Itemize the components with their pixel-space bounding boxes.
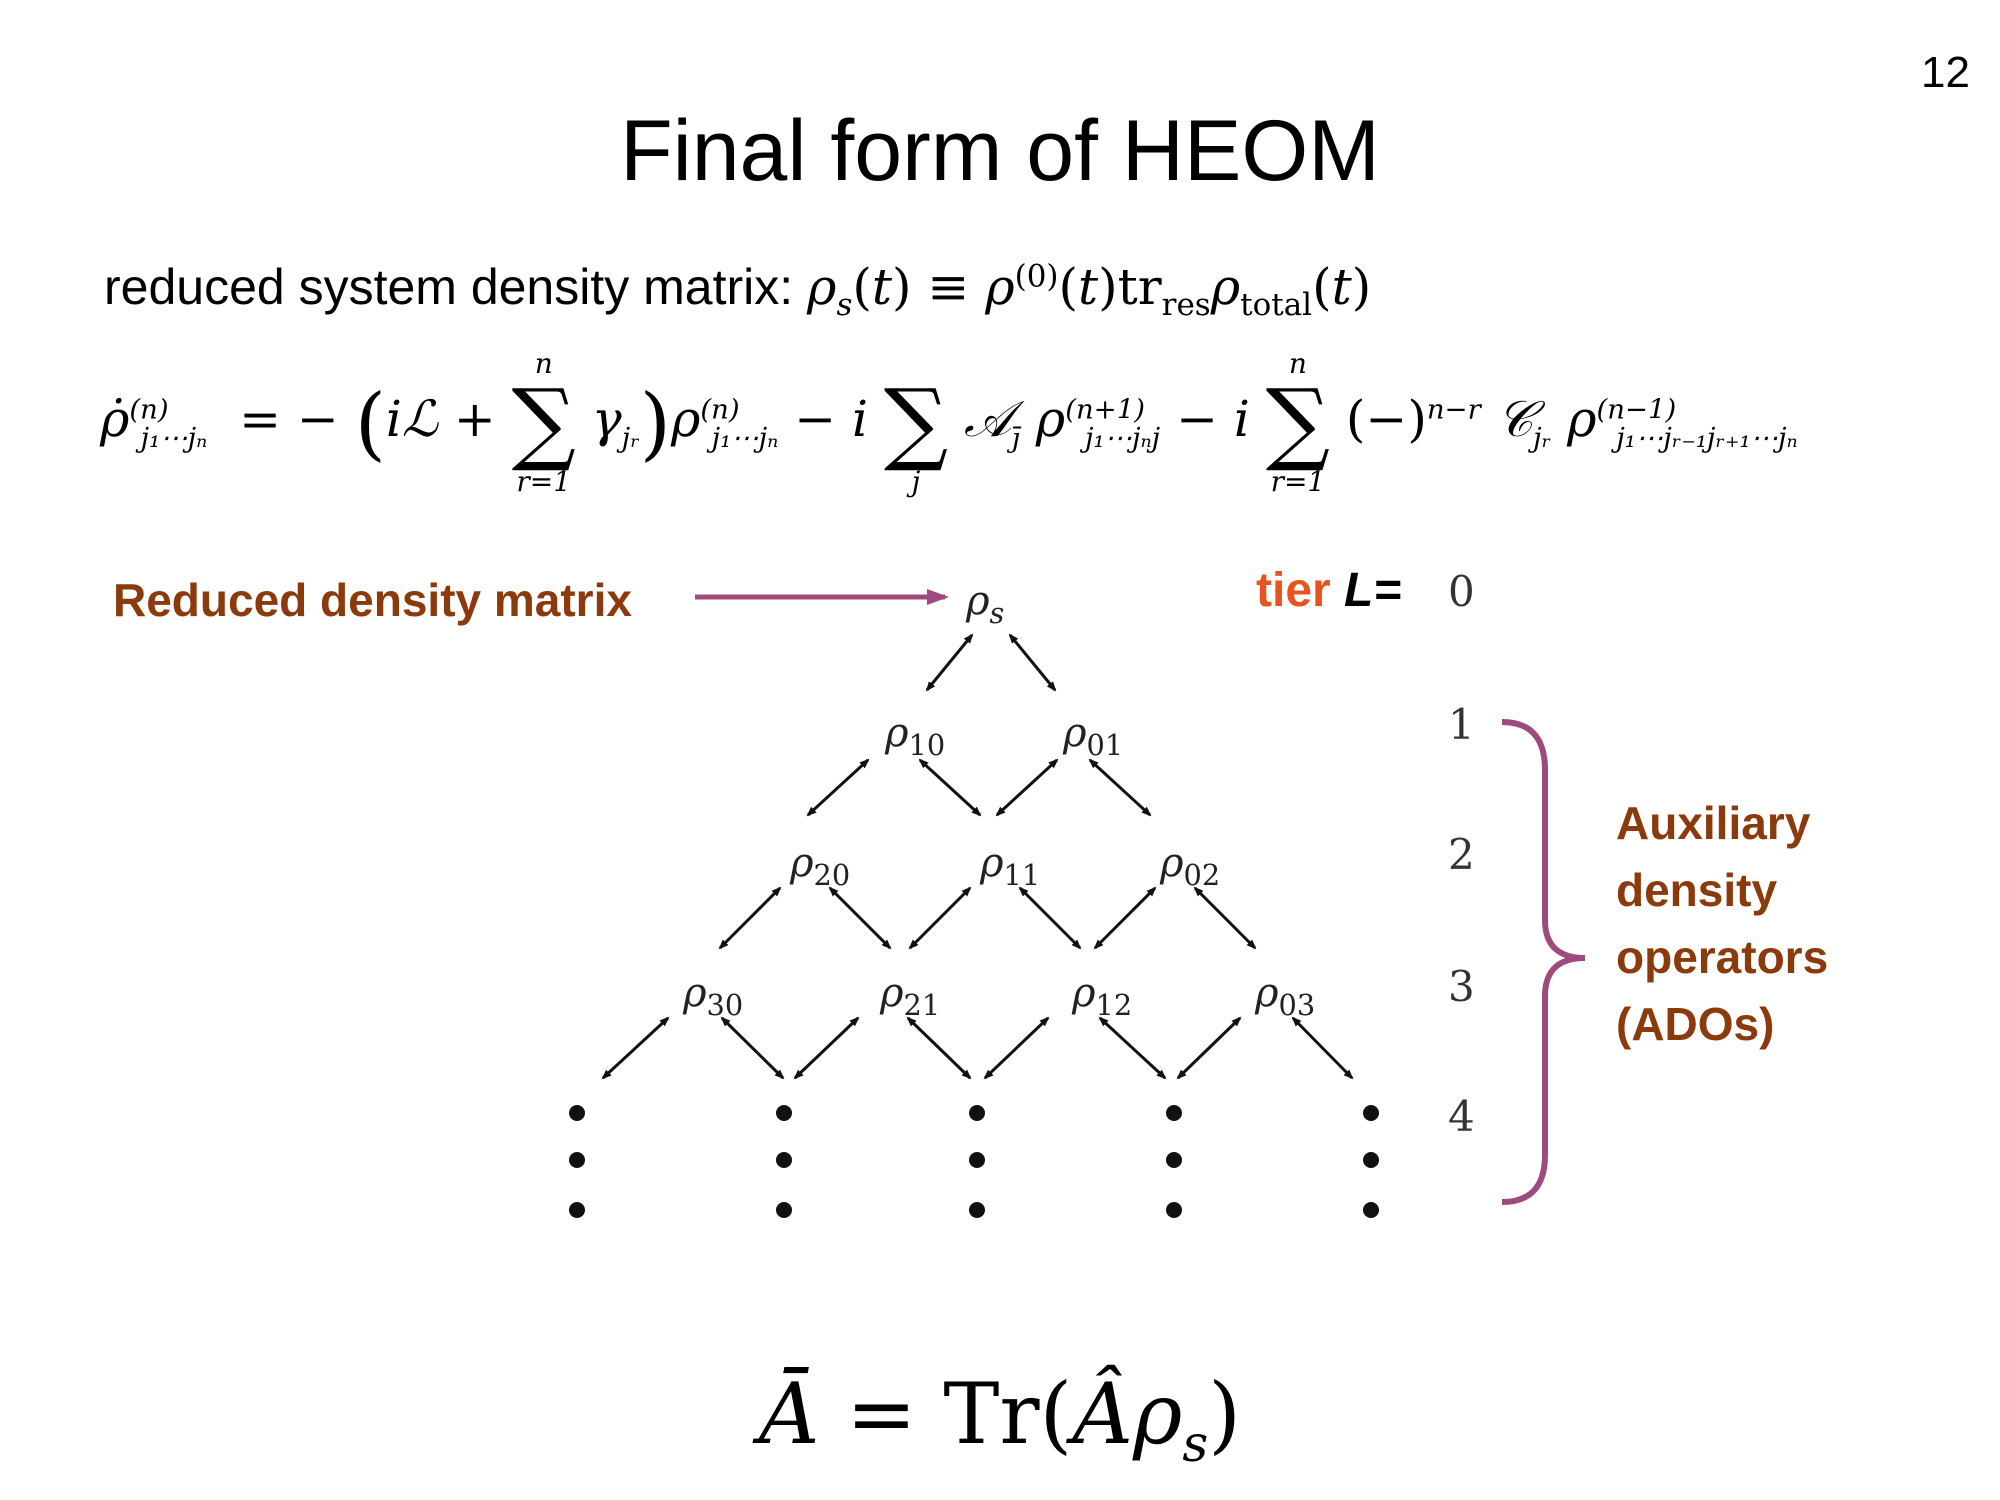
continuation-dots [569, 1105, 1379, 1218]
double-arrow [918, 758, 982, 817]
double-arrow [983, 1016, 1050, 1080]
definition-line: reduced system density matrix: ρs(t) ≡ ρ… [104, 258, 1371, 323]
ado-callout-line: operators [1616, 931, 1829, 983]
double-arrow [718, 886, 782, 950]
ado-brace [1501, 719, 1586, 1205]
double-arrow [806, 758, 870, 817]
page-number: 12 [1921, 48, 1970, 97]
node-rho-30: ρ30 [683, 970, 744, 1022]
double-arrow [1291, 1016, 1354, 1080]
node-rho-11: ρ11 [980, 840, 1041, 892]
definition-label: reduced system density matrix: [104, 259, 794, 315]
tier-header: tier L= [1256, 563, 1401, 618]
tier-word: tier [1256, 564, 1331, 617]
node-rho-10: ρ10 [885, 710, 946, 762]
double-arrow [925, 633, 974, 692]
node-rho-21: ρ21 [880, 970, 941, 1022]
ado-callout: Auxiliary density operators (ADOs) [1616, 790, 1828, 1058]
double-arrow [793, 1016, 860, 1080]
tier-number: 0 [1448, 567, 1475, 616]
tier-number: 3 [1448, 962, 1475, 1011]
double-arrow [720, 1016, 785, 1080]
tier-number: 4 [1448, 1092, 1475, 1141]
double-arrow [1088, 758, 1152, 817]
definition-formula: ρs(t) ≡ ρ(0)(t)trresρtotal(t) [807, 258, 1372, 323]
double-arrow [1098, 1016, 1167, 1080]
slide-title: Final form of HEOM [620, 103, 1380, 199]
node-rho-12: ρ12 [1072, 970, 1133, 1022]
double-arrow [828, 886, 892, 950]
tier-number: 2 [1448, 830, 1475, 879]
expectation-formula: Ā = Tr(Âρs) [758, 1365, 1242, 1473]
node-rho-01: ρ01 [1063, 710, 1124, 762]
node-rho-02: ρ02 [1160, 840, 1221, 892]
ado-callout-line: density [1616, 864, 1778, 916]
node-rho-20: ρ20 [790, 840, 851, 892]
node-rho-s: ρs [966, 578, 1005, 630]
double-arrow [1018, 886, 1082, 950]
connection-arrows [601, 633, 1354, 1080]
tier-symbol: L= [1344, 564, 1402, 617]
double-arrow [906, 1016, 972, 1080]
double-arrow [1193, 886, 1257, 950]
double-arrow [1093, 886, 1157, 950]
heom-equation: ρ̇(n)j₁⋯jₙ = − (iℒ + n∑r=1 γjᵣ)ρ(n)j₁⋯jₙ… [100, 347, 1798, 498]
node-rho-03: ρ03 [1255, 970, 1316, 1022]
double-arrow [1008, 633, 1057, 692]
double-arrow [908, 886, 972, 950]
ado-callout-line: (ADOs) [1616, 998, 1775, 1050]
ado-callout-line: Auxiliary [1616, 797, 1811, 849]
reduced-density-matrix-callout: Reduced density matrix [113, 574, 632, 626]
double-arrow [601, 1016, 670, 1080]
double-arrow [1176, 1016, 1242, 1080]
double-arrow [995, 758, 1059, 817]
tier-number: 1 [1448, 700, 1475, 749]
